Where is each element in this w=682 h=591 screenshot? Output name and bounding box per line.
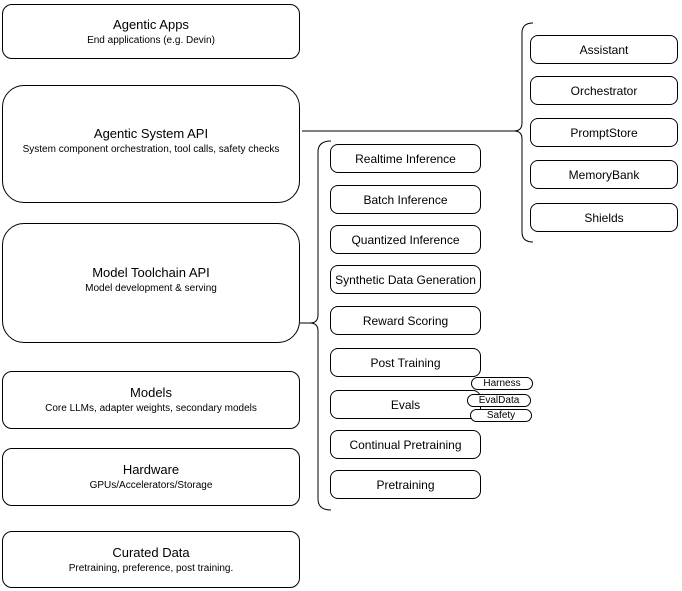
node-agentic-system-api: Agentic System API System component orch… (2, 85, 300, 203)
node-shields: Shields (530, 203, 678, 232)
node-synthetic-data-generation: Synthetic Data Generation (330, 265, 481, 294)
node-subtitle: Model development & serving (85, 283, 217, 294)
node-assistant: Assistant (530, 35, 678, 64)
node-model-toolchain-api: Model Toolchain API Model development & … (2, 223, 300, 343)
node-quantized-inference: Quantized Inference (330, 225, 481, 254)
toolchain-brace (309, 140, 332, 511)
node-title: Hardware (122, 462, 180, 477)
node-pretraining: Pretraining (330, 470, 481, 499)
node-batch-inference: Batch Inference (330, 185, 481, 214)
node-subtitle: End applications (e.g. Devin) (87, 34, 215, 46)
node-promptstore: PromptStore (530, 118, 678, 147)
node-title: Agentic System API (93, 126, 209, 141)
node-subtitle: GPUs/Accelerators/Storage (89, 480, 213, 491)
components-brace (513, 22, 534, 243)
tag-safety: Safety (470, 409, 532, 422)
node-realtime-inference: Realtime Inference (330, 144, 481, 173)
node-subtitle: System component orchestration, tool cal… (22, 144, 280, 155)
tag-evaldata: EvalData (467, 394, 531, 407)
node-evals: Evals (330, 390, 481, 419)
node-hardware: Hardware GPUs/Accelerators/Storage (2, 448, 300, 506)
node-title: Curated Data (112, 544, 190, 560)
node-subtitle: Core LLMs, adapter weights, secondary mo… (45, 403, 257, 414)
node-agentic-apps: Agentic Apps End applications (e.g. Devi… (2, 4, 300, 59)
node-title: Agentic Apps (113, 16, 189, 32)
node-reward-scoring: Reward Scoring (330, 306, 481, 335)
node-orchestrator: Orchestrator (530, 76, 678, 105)
node-title: Models (130, 385, 172, 400)
node-continual-pretraining: Continual Pretraining (330, 430, 481, 459)
node-subtitle: Pretraining, preference, post training. (68, 562, 234, 574)
node-curated-data: Curated Data Pretraining, preference, po… (2, 531, 300, 588)
node-models: Models Core LLMs, adapter weights, secon… (2, 371, 300, 429)
node-memorybank: MemoryBank (530, 160, 678, 189)
tag-harness: Harness (471, 377, 533, 390)
node-title: Model Toolchain API (92, 265, 210, 280)
node-post-training: Post Training (330, 348, 481, 377)
